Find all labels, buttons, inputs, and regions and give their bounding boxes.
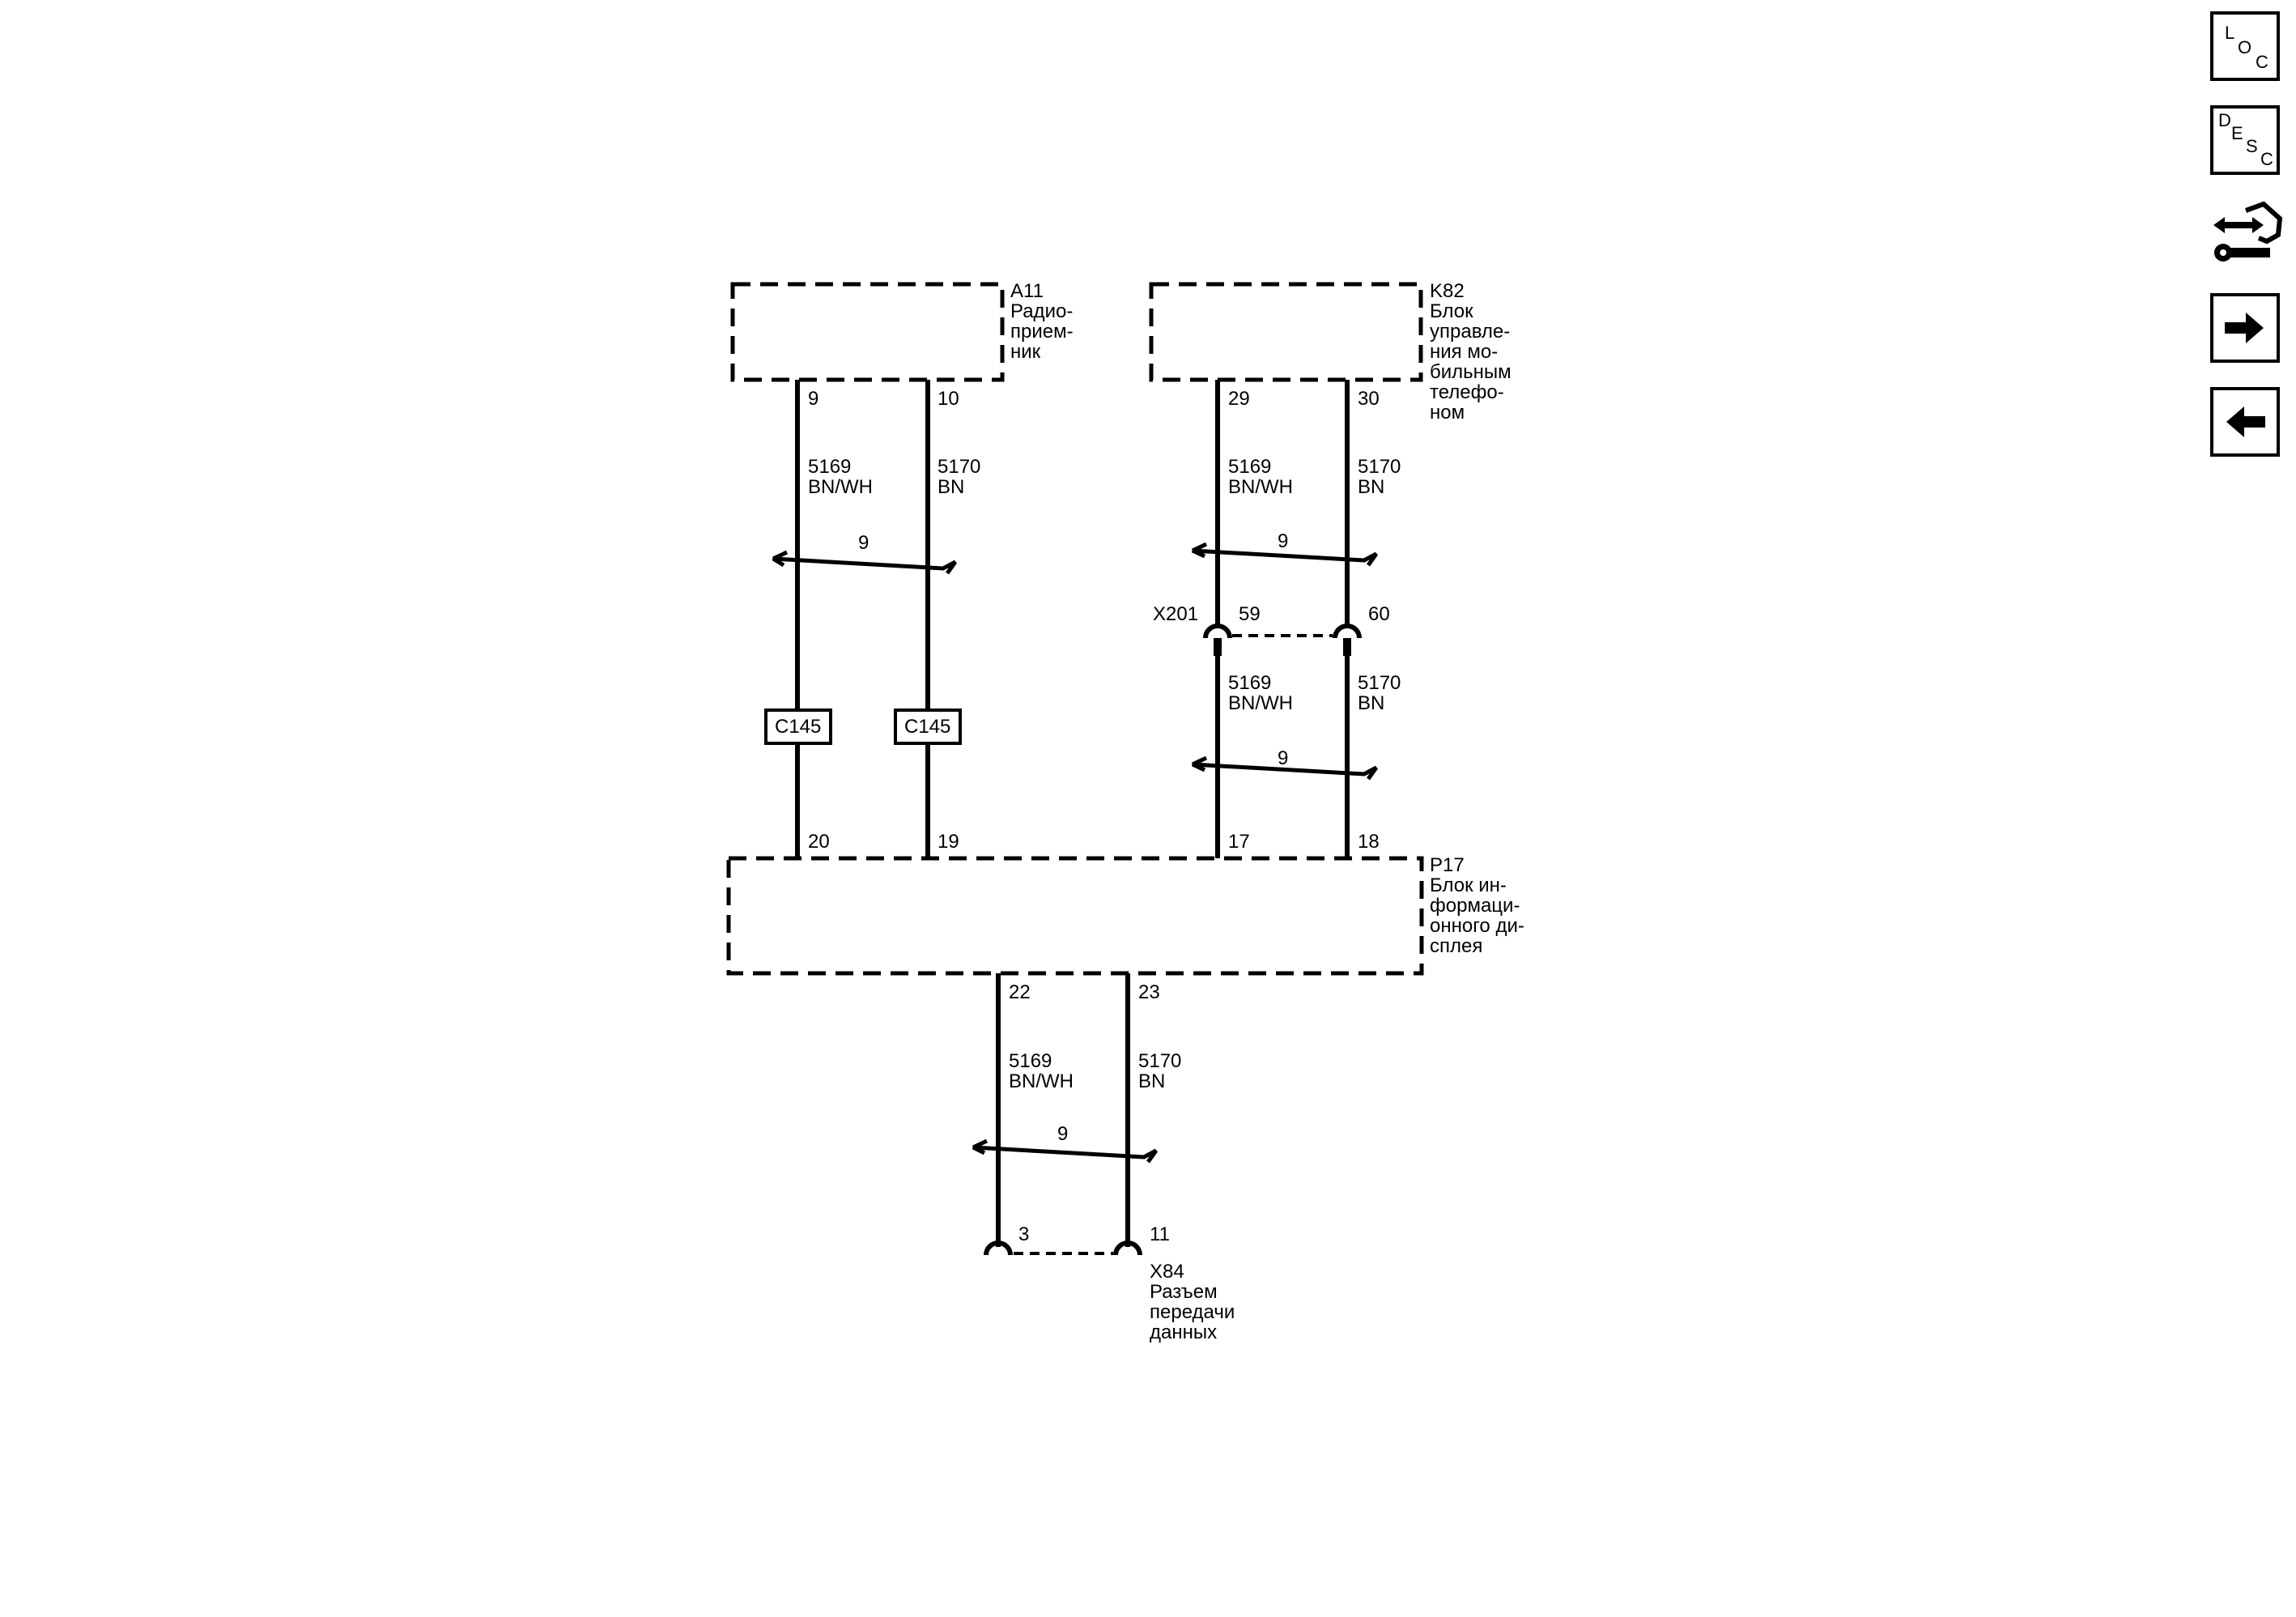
pin-x84-11: 11: [1150, 1223, 1170, 1245]
pin-k82-30: 30: [1358, 388, 1380, 410]
p17-display-box: [726, 856, 1424, 976]
wire-label-circuit-3: 5169: [1228, 456, 1271, 478]
twisted-pair-2: [1191, 548, 1379, 567]
twisted-pair-label-3: 9: [1278, 747, 1288, 769]
desc-letter-d: D: [2218, 110, 2231, 130]
k82-ref: K82: [1430, 280, 1465, 302]
pin-x201-59: 59: [1239, 603, 1261, 625]
pin-p17-18: 18: [1358, 831, 1380, 853]
arrow-right-icon: [2225, 313, 2264, 343]
pin-k82-29: 29: [1228, 388, 1250, 410]
x84-terminal-2: [1113, 1240, 1142, 1256]
twisted-pair-label-1: 9: [858, 532, 869, 554]
wire-label-color-8: BN: [1138, 1070, 1165, 1092]
p17-name-4: сплея: [1430, 935, 1482, 957]
wire-label-color-1: BN/WH: [808, 476, 873, 498]
pin-p17-19: 19: [938, 831, 959, 853]
pin-p17-22: 22: [1009, 981, 1031, 1003]
k82-name-5: телефо-: [1430, 381, 1504, 403]
c145-label-right: C145: [904, 716, 950, 738]
next-page-button[interactable]: [2210, 293, 2280, 363]
loc-letter-o: O: [2238, 37, 2252, 57]
wire-label-circuit-6: 5170: [1358, 672, 1401, 694]
x84-name-2: передачи: [1150, 1301, 1235, 1323]
c145-label-left: C145: [775, 716, 821, 738]
p17-ref: P17: [1430, 854, 1465, 876]
twisted-pair-label-4: 9: [1057, 1123, 1068, 1145]
p17-name-3: онного ди-: [1430, 915, 1524, 937]
pin-p17-20: 20: [808, 831, 830, 853]
k82-name-3: ния мо-: [1430, 341, 1498, 363]
x201-female-terminal-2: [1333, 623, 1362, 639]
x84-name-3: данных: [1150, 1321, 1217, 1343]
wire-label-circuit-8: 5170: [1138, 1050, 1181, 1072]
p17-name-2: формаци-: [1430, 895, 1520, 917]
wire-label-circuit-1: 5169: [808, 456, 851, 478]
k82-name-1: Блок: [1430, 300, 1473, 322]
twisted-pair-1: [772, 556, 958, 575]
a11-radio-box: [730, 282, 1005, 382]
wire-label-circuit-2: 5170: [938, 456, 980, 478]
c145-connector-left: [764, 709, 832, 745]
wire-label-color-7: BN/WH: [1009, 1070, 1074, 1092]
x84-ref: X84: [1150, 1261, 1184, 1283]
desc-letter-e: E: [2231, 123, 2243, 143]
pin-x201-60: 60: [1368, 603, 1390, 625]
x84-name-1: Разъем: [1150, 1281, 1218, 1303]
k82-phone-module-box: [1149, 282, 1423, 382]
pin-p17-17: 17: [1228, 831, 1250, 853]
a11-ref: A11: [1010, 280, 1044, 302]
wire-label-color-2: BN: [938, 476, 964, 498]
x201-male-terminal-1: [1214, 638, 1222, 656]
connector-wrench-icon: [2213, 201, 2283, 262]
k82-name-6: ном: [1430, 402, 1465, 423]
description-button[interactable]: D E S C: [2210, 105, 2280, 175]
wire-label-color-3: BN/WH: [1228, 476, 1293, 498]
wire-label-color-4: BN: [1358, 476, 1384, 498]
navigation-toolbar: L O C D E S C: [2210, 11, 2286, 481]
x201-female-terminal-1: [1203, 623, 1232, 639]
x201-ref: X201: [1153, 603, 1198, 625]
pin-a11-9: 9: [808, 388, 818, 410]
desc-letter-s: S: [2246, 136, 2258, 156]
pin-a11-10: 10: [938, 388, 959, 410]
location-button[interactable]: L O C: [2210, 11, 2280, 81]
desc-letter-c: C: [2260, 149, 2273, 169]
pin-p17-23: 23: [1138, 981, 1160, 1003]
twisted-pair-4: [972, 1145, 1159, 1164]
twisted-pair-label-2: 9: [1278, 530, 1288, 552]
connector-repair-button[interactable]: [2210, 199, 2283, 269]
wire-label-circuit-4: 5170: [1358, 456, 1401, 478]
a11-name-1: Радио-: [1010, 300, 1073, 322]
previous-page-button[interactable]: [2210, 387, 2280, 457]
x84-terminal-1: [984, 1240, 1013, 1256]
wire-label-color-5: BN/WH: [1228, 692, 1293, 714]
x201-male-terminal-2: [1343, 638, 1351, 656]
wire-label-circuit-5: 5169: [1228, 672, 1271, 694]
pin-x84-3: 3: [1018, 1223, 1029, 1245]
twisted-pair-3: [1191, 762, 1379, 781]
k82-name-4: бильным: [1430, 361, 1512, 383]
p17-name-1: Блок ин-: [1430, 874, 1507, 896]
arrow-left-icon: [2226, 406, 2265, 437]
wire-label-color-6: BN: [1358, 692, 1384, 714]
k82-name-2: управле-: [1430, 321, 1510, 343]
loc-letter-l: L: [2225, 23, 2235, 43]
loc-letter-c: C: [2256, 52, 2268, 72]
a11-name-2: прием-: [1010, 321, 1074, 343]
c145-connector-right: [894, 709, 962, 745]
a11-name-3: ник: [1010, 341, 1041, 363]
wire-label-circuit-7: 5169: [1009, 1050, 1052, 1072]
